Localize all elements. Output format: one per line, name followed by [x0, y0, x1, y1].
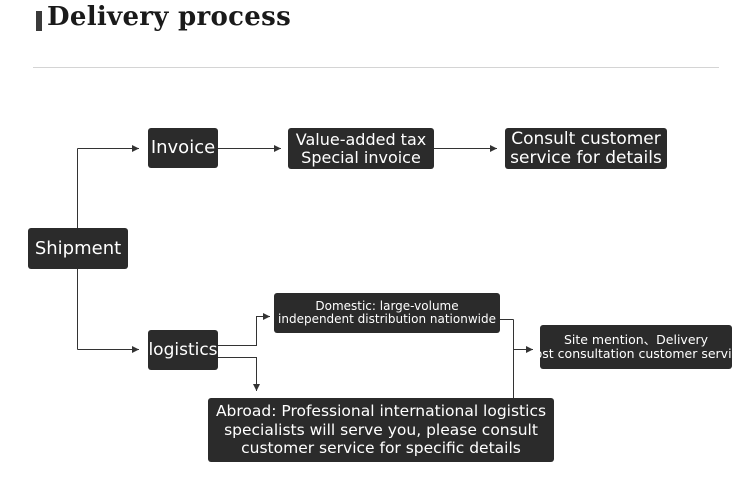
header-divider	[33, 67, 719, 68]
node-logistics-label: logistics	[148, 339, 218, 360]
node-abroad-line-2: specialists will serve you, please consu…	[224, 420, 538, 439]
node-consult-line-2: service for details	[510, 147, 662, 168]
arrow-logistics-to-domestic	[218, 313, 270, 346]
node-logistics: logistics	[148, 330, 218, 370]
node-invoice-label: Invoice	[150, 137, 216, 159]
node-abroad-line-3: customer service for specific details	[241, 439, 521, 458]
node-domestic: Domestic: large-volume independent distr…	[274, 293, 500, 333]
node-abroad: Abroad: Professional international logis…	[208, 398, 554, 462]
node-invoice: Invoice	[148, 128, 218, 168]
node-vat-line-1: Value-added tax	[295, 129, 427, 149]
arrow-logistics-to-abroad	[218, 357, 260, 391]
node-shipment-label: Shipment	[34, 237, 122, 259]
node-consult-line-1: Consult customer	[511, 128, 661, 149]
node-domestic-line-2: independent distribution nationwide	[278, 312, 496, 326]
node-abroad-line-1: Abroad: Professional international logis…	[215, 402, 547, 421]
node-vat-line-2: Special invoice	[301, 147, 421, 167]
node-site-line-1: Site mention、Delivery	[563, 332, 709, 348]
node-vat-invoice: Value-added tax Special invoice	[288, 128, 434, 169]
page-title: Delivery process	[47, 2, 292, 32]
title-accent-bar	[36, 11, 42, 31]
node-site-line-2: Cost consultation customer service	[540, 346, 732, 361]
node-site-mention-delivery: Site mention、Delivery Cost consultation …	[540, 325, 732, 369]
node-consult-customer-service: Consult customer service for details	[505, 128, 667, 169]
node-shipment: Shipment	[28, 228, 128, 269]
node-domestic-line-1: Domestic: large-volume	[315, 298, 459, 313]
